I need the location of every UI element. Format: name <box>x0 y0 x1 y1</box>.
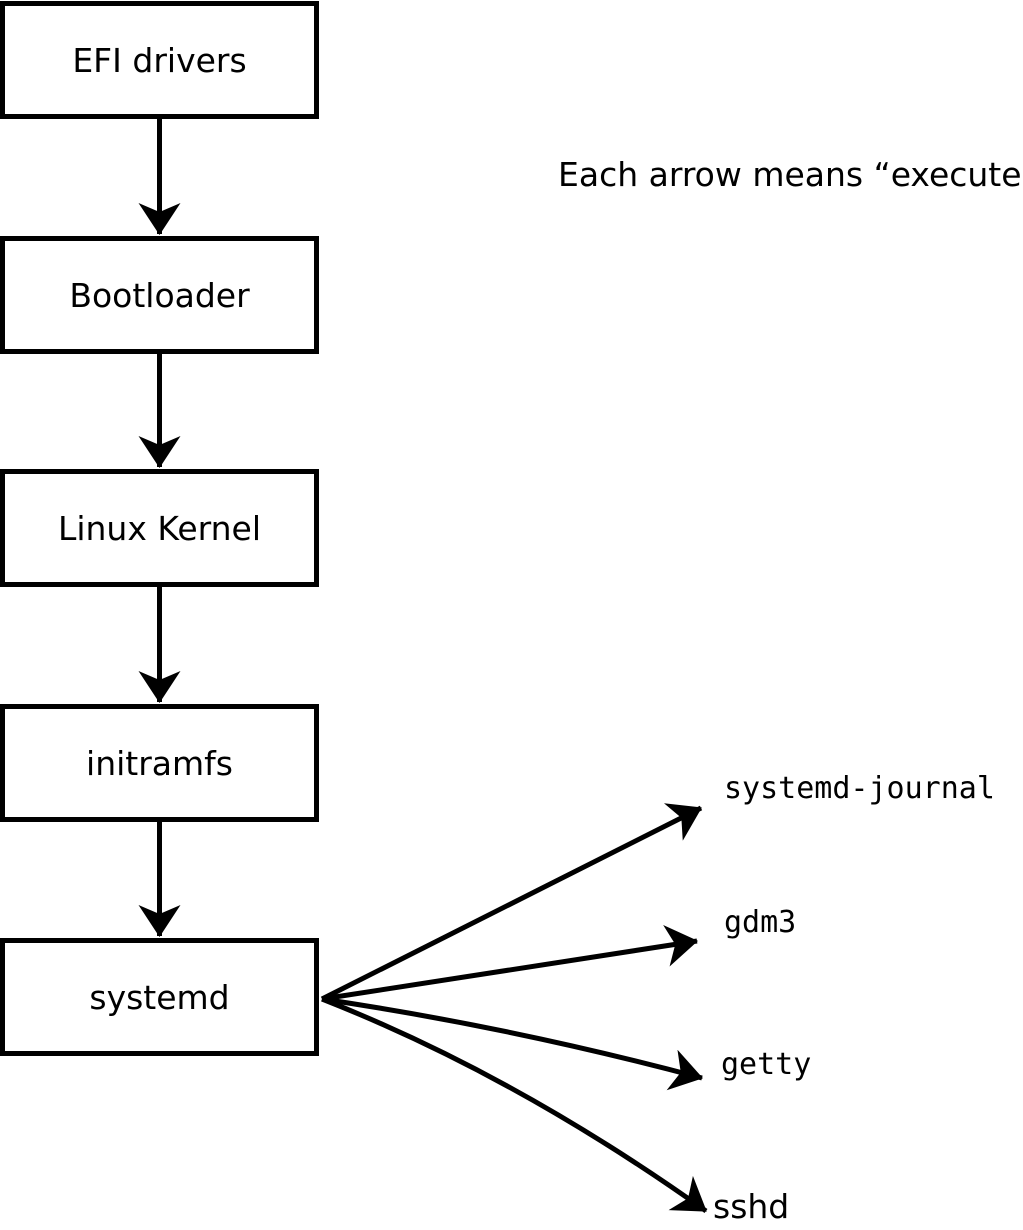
box-initramfs-label: initramfs <box>86 743 233 783</box>
box-bootloader: Bootloader <box>0 236 319 354</box>
box-systemd: systemd <box>0 938 319 1056</box>
box-linux-kernel: Linux Kernel <box>0 469 319 587</box>
label-systemd-journal: systemd-journal <box>724 771 995 806</box>
box-linux-kernel-label: Linux Kernel <box>57 508 262 548</box>
box-systemd-label: systemd <box>89 977 230 1017</box>
box-initramfs: initramfs <box>0 704 319 822</box>
arrow-systemd-to-journal <box>320 803 703 1002</box>
box-bootloader-label: Bootloader <box>69 275 250 315</box>
label-gdm3: gdm3 <box>724 905 797 940</box>
arrow-systemd-to-sshd <box>321 996 708 1214</box>
box-efi-drivers: EFI drivers <box>0 1 319 119</box>
annotation-arrow-meaning: Each arrow means “executes”. <box>558 155 1023 194</box>
label-getty: getty <box>721 1047 812 1082</box>
label-sshd: sshd <box>713 1187 790 1226</box>
arrow-systemd-to-getty <box>321 996 703 1091</box>
box-efi-drivers-label: EFI drivers <box>72 40 247 80</box>
arrow-systemd-to-gdm3 <box>321 924 698 1002</box>
